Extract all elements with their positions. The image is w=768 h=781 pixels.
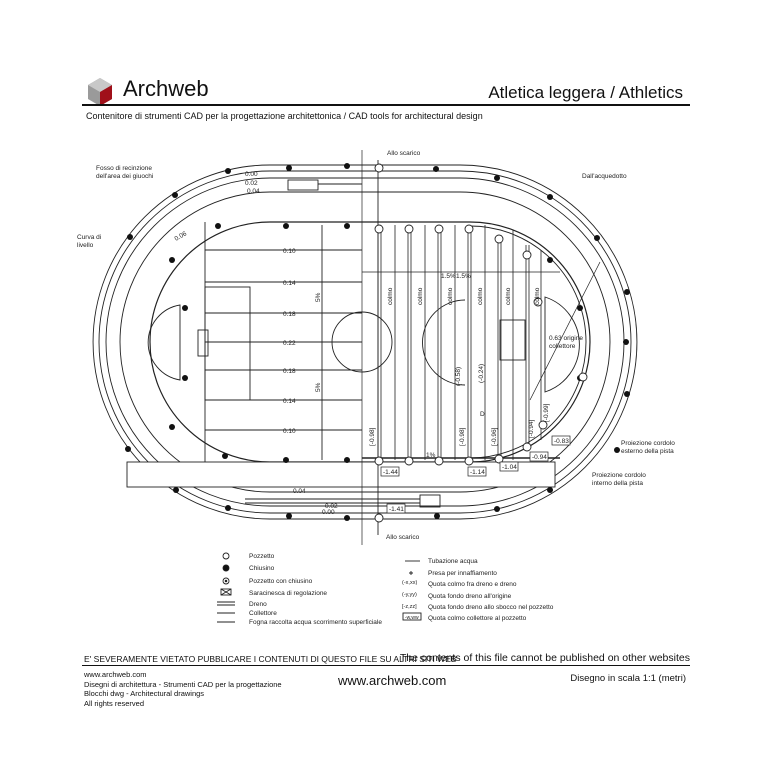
svg-text:-1.44: -1.44 [383, 469, 398, 476]
outer-curb-label: Proiezione cordolo [621, 440, 675, 447]
inner-curb-label: Proiezione cordolo [592, 472, 646, 479]
level-bottom-004: 0.04 [293, 488, 306, 495]
level-ring-002 [105, 177, 625, 507]
fence-ditch-label: Fosso di recinzione [96, 165, 152, 172]
drain-value: [-0.99] [543, 403, 550, 422]
drain-value: [-0.98] [369, 427, 376, 446]
slope-label: 5% [315, 382, 322, 392]
footer-line: All rights reserved [84, 698, 145, 708]
straight-bar [126, 461, 556, 488]
outlet-label-top: Allo scarico [387, 150, 421, 157]
collector-origin-label: 0.63 origine [549, 335, 583, 342]
aqueduct-label: Dall'acquedotto [582, 173, 627, 180]
legend-symbol: (-x,xx) [402, 580, 417, 586]
legend-label: Dreno [249, 601, 267, 608]
d-label: D [480, 411, 485, 418]
fence-ditch-ring [92, 164, 638, 520]
ridge-label: colmo [534, 287, 541, 305]
field-level: 0.10 [283, 248, 296, 255]
drain-value: [-0.98] [459, 427, 466, 446]
drain-value: (-0.58) [455, 367, 462, 386]
warning-italian: E' SEVERAMENTE VIETATO PUBBLICARE I CONT… [84, 654, 457, 664]
level-bottom-000: 0.00 [322, 509, 335, 516]
subtitle: Contenitore di strumenti CAD per la prog… [86, 111, 483, 121]
legend-label: Quota colmo collettore al pozzetto [428, 615, 527, 622]
legend-label: Saracinesca di regolazione [249, 590, 327, 597]
field-level-lines [205, 249, 362, 431]
header-rule [82, 104, 690, 106]
level-006: 0.06 [174, 230, 189, 243]
level-bottom-002: 0.02 [325, 503, 338, 510]
inspection-pits [374, 163, 588, 523]
legend-symbol: (-y,yy) [402, 592, 417, 598]
drain-value: (-0.24) [478, 364, 485, 383]
legend-label: Quota fondo dreno allo sbocco nel pozzet… [428, 604, 554, 611]
center-circle [331, 311, 393, 373]
field-level: 0.22 [283, 340, 296, 347]
collector-origin-label-2: collettore [549, 343, 576, 350]
ridge-label: colmo [505, 287, 512, 305]
level-top-002: 0.02 [245, 180, 258, 187]
footer-line: Disegni di architettura - Strumenti CAD … [84, 679, 282, 689]
legend-label: Fogna raccolta acqua scorrimento superfi… [249, 619, 382, 626]
warning-english: The contents of this file cannot be publ… [399, 652, 690, 664]
svg-text:-1.14: -1.14 [470, 469, 485, 476]
legend-label: Presa per innaffiamento [428, 570, 497, 577]
svg-text:-1.41: -1.41 [389, 506, 404, 513]
brand-name: Archweb [123, 76, 209, 101]
footer-line: www.archweb.com [84, 670, 147, 679]
drain-lines [362, 225, 560, 462]
legend-label: Quota fondo dreno all'origine [428, 593, 512, 600]
fence-ditch-label-2: dell'area dei giuochi [96, 173, 153, 180]
drain-value: [-0.94] [528, 419, 535, 438]
footer-line: Blocchi dwg - Architectural drawings [84, 689, 205, 698]
slope-label: 1% [426, 452, 436, 459]
scale-note: Disegno in scala 1:1 (metri) [570, 673, 686, 684]
field-level: 0.18 [283, 311, 296, 318]
legend-label: Chiusino [249, 565, 275, 572]
level-top-000: 0.00 [245, 171, 258, 178]
fence-ditch-ring-inner [98, 170, 632, 514]
slope-label: 1.5% [441, 273, 456, 280]
slope-label: 1.5% [456, 273, 471, 280]
level-curve-label: Curva di [77, 234, 101, 241]
footer-info: www.archweb.com Disegni di architettura … [84, 670, 282, 708]
svg-text:-0.94: -0.94 [532, 454, 547, 461]
field-level: 0.14 [283, 280, 296, 287]
svg-text:-1.04: -1.04 [502, 464, 517, 471]
field-level: 0.18 [283, 368, 296, 375]
outlet-label-bottom: Allo scarico [386, 534, 420, 541]
field-level: 0.14 [283, 398, 296, 405]
drain-value: [-0.96] [491, 427, 498, 446]
page-title: Atletica leggera / Athletics [488, 83, 683, 102]
legend-label: Collettore [249, 610, 277, 617]
ridge-label: colmo [387, 287, 394, 305]
level-top-004: 0.04 [247, 188, 260, 195]
svg-text:-0.83: -0.83 [554, 438, 569, 445]
legend-label: Pozzetto [249, 553, 275, 560]
legend-label: Tubazione acqua [428, 558, 478, 565]
ridge-label: colmo [447, 287, 454, 305]
legend-symbol: [-z,zz] [402, 604, 417, 610]
outer-curb-label-2: esterno della pista [621, 448, 674, 455]
inner-curb-label-2: interno della pista [592, 480, 643, 487]
ridge-label: colmo [477, 287, 484, 305]
field-level: 0.10 [283, 428, 296, 435]
legend-label: Quota colmo fra dreno e dreno [428, 581, 517, 588]
footer-rule [82, 665, 690, 666]
level-curve-label-2: livello [77, 242, 94, 249]
legend-label: Pozzetto con chiusino [249, 578, 313, 585]
legend-symbol: -w,ww [405, 615, 419, 621]
level-ring-004 [119, 191, 611, 493]
slope-label: 5% [315, 292, 322, 302]
site-link[interactable]: www.archweb.com [338, 673, 447, 688]
collector-level-boxes: -1.44 -1.14 -1.04 -0.94 -0.83 -1.41 [380, 435, 571, 514]
legend-symbols [217, 552, 422, 623]
ridge-label: colmo [417, 287, 424, 305]
penalty-area-left [204, 286, 251, 401]
